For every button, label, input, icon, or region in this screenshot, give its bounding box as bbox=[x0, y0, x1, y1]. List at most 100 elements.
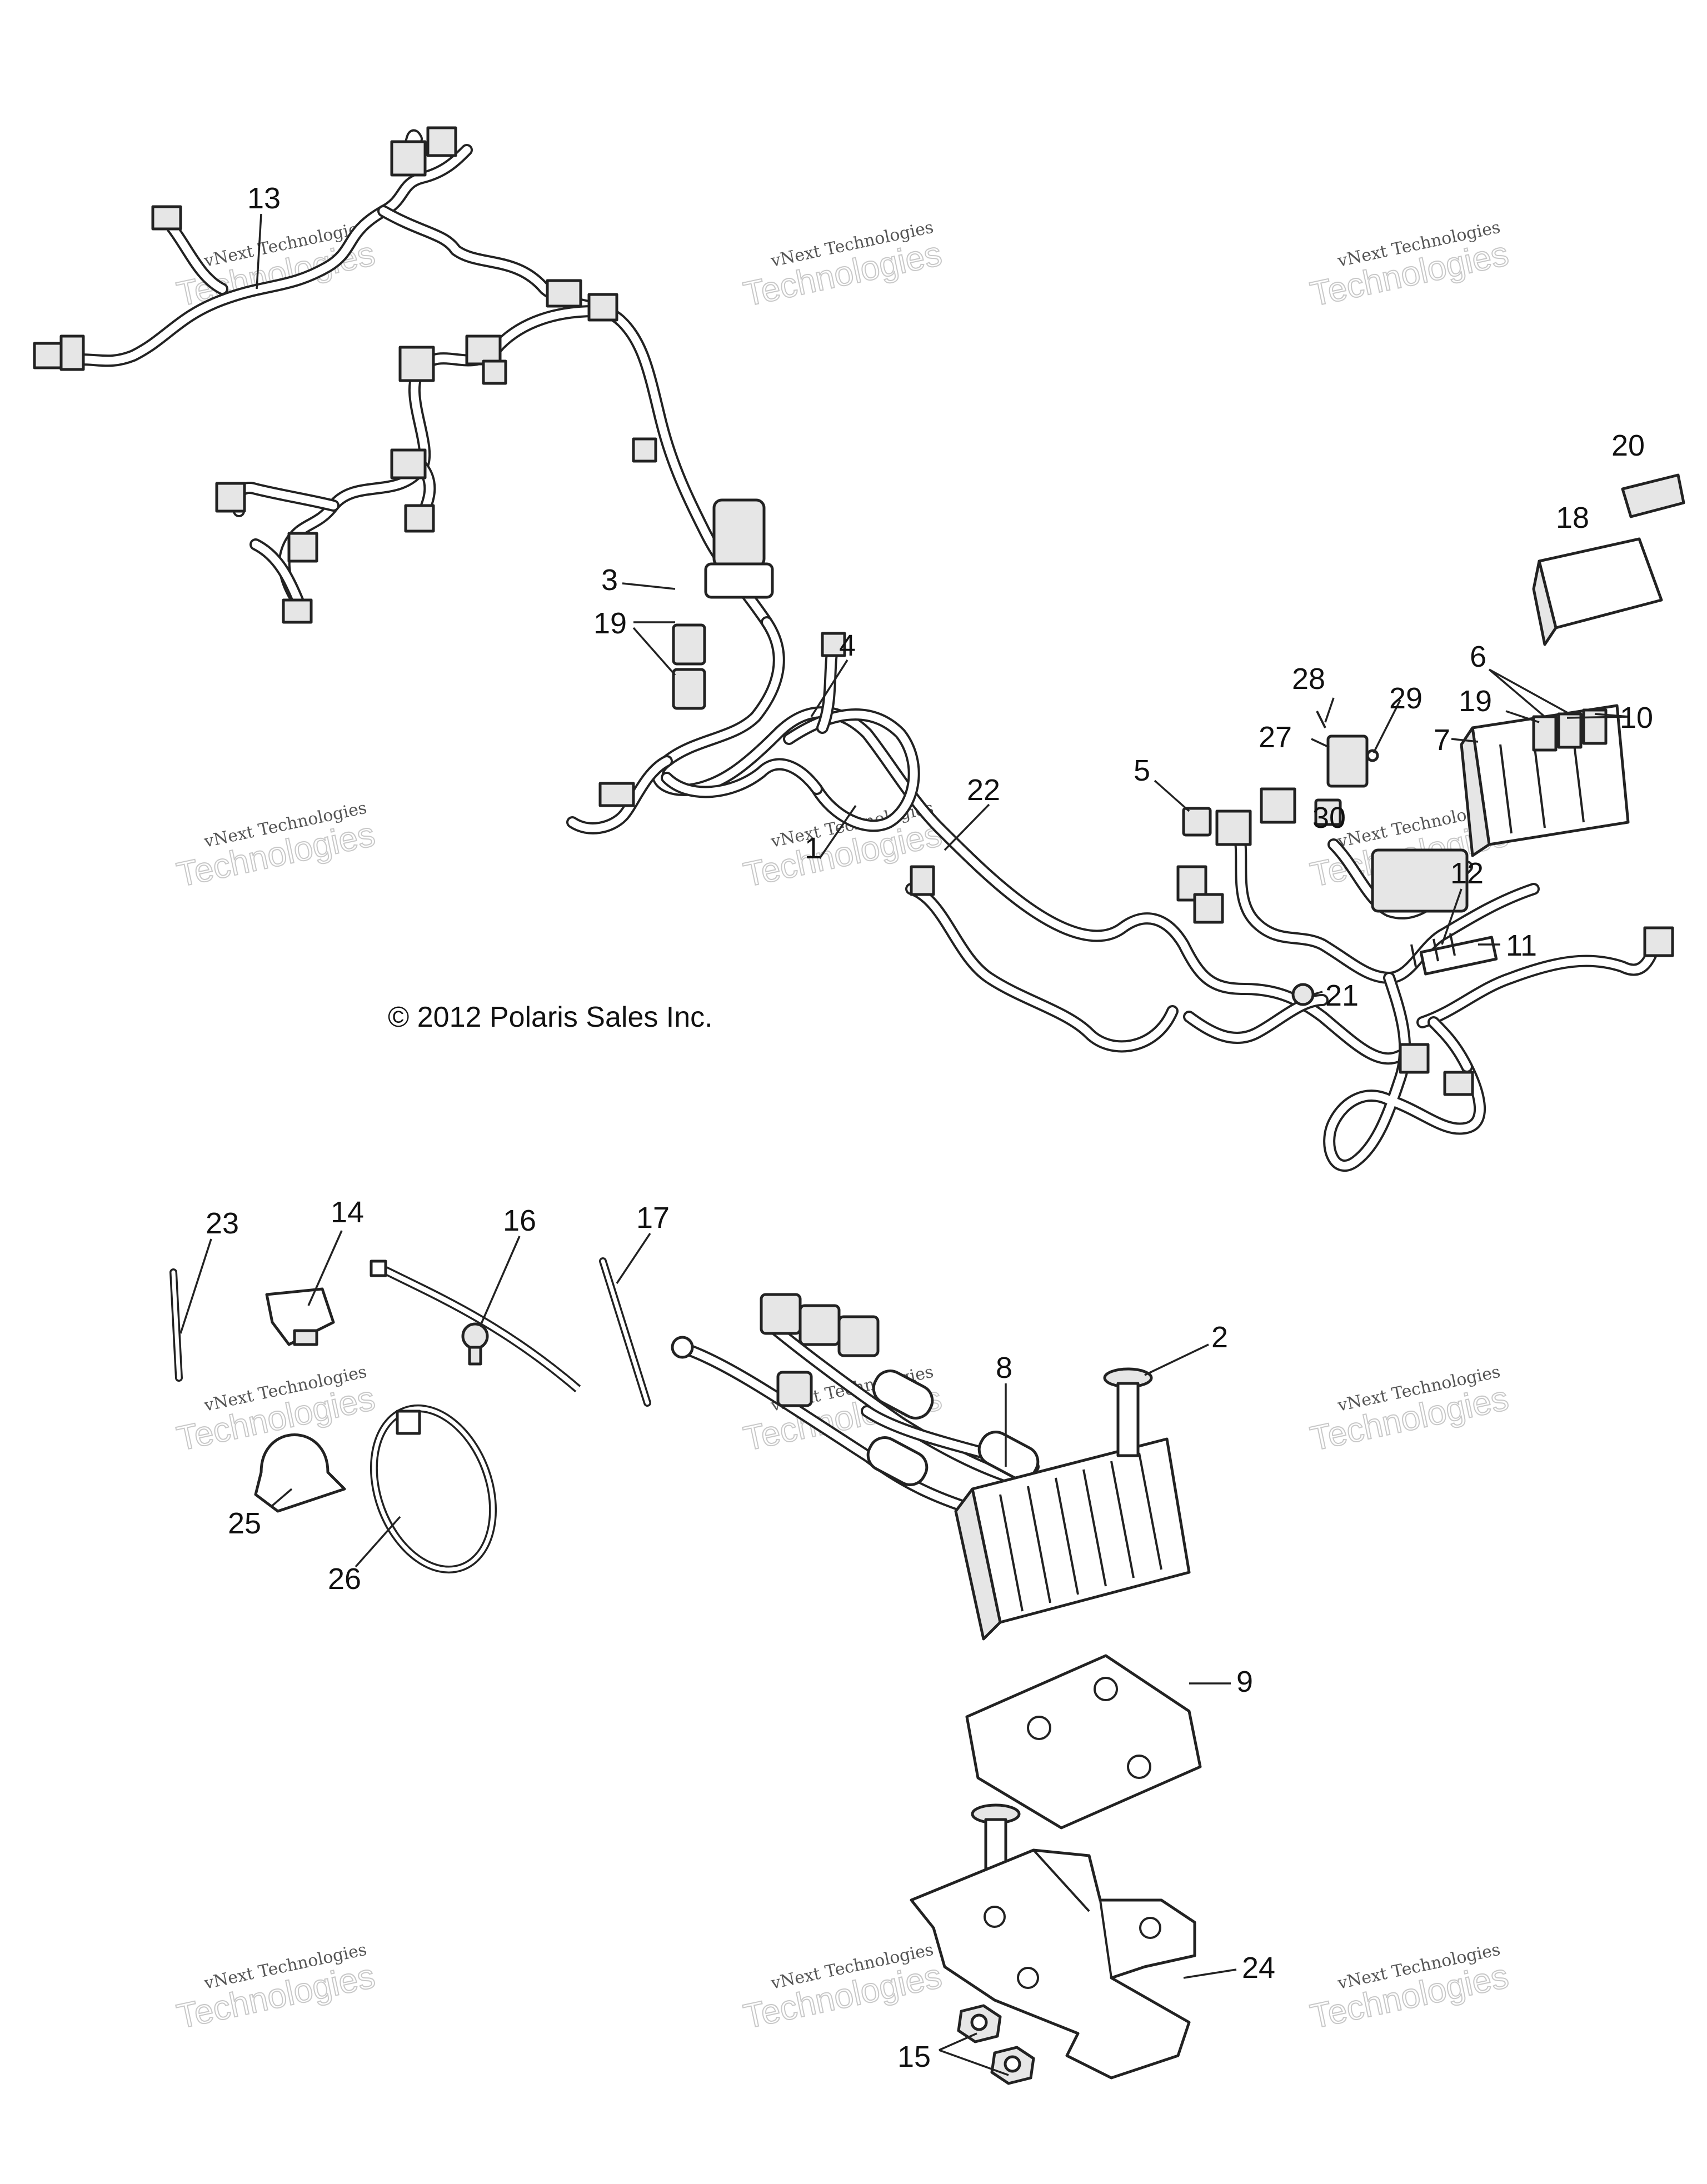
part-3-fuse bbox=[672, 623, 706, 666]
main-harness-plug-boot bbox=[704, 562, 774, 599]
callout-19-right: 19 bbox=[1459, 684, 1492, 718]
callout-8: 8 bbox=[996, 1351, 1012, 1385]
part-7-fuse-box bbox=[1460, 704, 1630, 857]
watermark-bottom-center: vNext Technologies Technologies bbox=[740, 1940, 945, 2037]
part-11-bracket bbox=[1419, 936, 1498, 976]
part-18-cover-side bbox=[1532, 559, 1558, 646]
callout-10: 10 bbox=[1620, 701, 1653, 734]
part-26-loop-strap-inner bbox=[372, 1406, 495, 1572]
callout-6: 6 bbox=[1470, 640, 1486, 673]
callout-4: 4 bbox=[839, 629, 856, 662]
part-18-cover bbox=[1538, 537, 1663, 629]
control-module bbox=[1371, 848, 1469, 913]
part-16-strap-head bbox=[370, 1260, 387, 1277]
part-30-relay bbox=[1314, 798, 1342, 826]
part-23-cable-tie-inner bbox=[171, 1270, 181, 1380]
callout-11: 11 bbox=[1506, 929, 1537, 962]
harness-connector bbox=[426, 126, 457, 157]
harness-connector bbox=[1399, 1043, 1430, 1074]
part-12-screw bbox=[1449, 933, 1456, 956]
callout-19-left: 19 bbox=[593, 607, 627, 640]
callout-27: 27 bbox=[1259, 721, 1292, 754]
part-29-clip bbox=[1366, 749, 1379, 762]
harness-connector bbox=[398, 346, 435, 382]
part-19-relay bbox=[1557, 712, 1583, 749]
main-wiring-harness bbox=[33, 126, 1674, 1172]
watermark-bottom-right: vNext Technologies Technologies bbox=[1306, 1940, 1512, 2037]
part-5-relay bbox=[1182, 807, 1212, 837]
part-25-clamp bbox=[254, 1433, 346, 1513]
callout-22: 22 bbox=[967, 773, 1000, 807]
part-17-cable-tie-inner bbox=[601, 1259, 650, 1405]
part-10-relay bbox=[1582, 708, 1608, 745]
callout-numbers: 13 3 19 4 22 1 5 28 29 27 30 6 19 7 10 1… bbox=[206, 182, 1653, 2073]
callout-14: 14 bbox=[331, 1196, 364, 1229]
part-12-screw bbox=[1433, 938, 1439, 962]
harness-connector bbox=[390, 448, 427, 479]
part-16-strap-inner bbox=[376, 1264, 580, 1391]
harness-connector bbox=[910, 865, 935, 896]
watermark-bottom-left: vNext Technologies Technologies bbox=[173, 1940, 378, 2037]
callout-28: 28 bbox=[1292, 662, 1325, 696]
harness-connector bbox=[1643, 926, 1674, 957]
callout-20: 20 bbox=[1611, 429, 1645, 462]
harness-connector bbox=[821, 632, 846, 657]
callout-24: 24 bbox=[1242, 1951, 1275, 1985]
callout-25: 25 bbox=[228, 1507, 261, 1540]
harness-connector bbox=[215, 482, 246, 513]
copyright-text: © 2012 Polaris Sales Inc. bbox=[388, 1001, 713, 1033]
part-9-plate bbox=[965, 1654, 1202, 1830]
part-27-module bbox=[1326, 734, 1369, 788]
main-harness-plug bbox=[712, 498, 766, 568]
callout-5: 5 bbox=[1134, 754, 1150, 787]
callout-15: 15 bbox=[897, 2040, 931, 2073]
part-15-nut bbox=[990, 2046, 1035, 2085]
part-2-bolt bbox=[1103, 1367, 1153, 1457]
harness-connector bbox=[404, 504, 435, 533]
harness-connector bbox=[1260, 787, 1296, 824]
callout-30: 30 bbox=[1312, 801, 1346, 834]
harness-connector bbox=[151, 205, 182, 231]
callout-17: 17 bbox=[636, 1201, 670, 1235]
callout-12: 12 bbox=[1450, 857, 1484, 890]
callout-3: 3 bbox=[601, 563, 618, 597]
watermark-top-center: vNext Technologies Technologies bbox=[740, 218, 945, 314]
harness-connector bbox=[1443, 1071, 1474, 1096]
part-19-relay bbox=[672, 668, 706, 710]
harness-connector bbox=[59, 334, 85, 371]
watermark-mid-left: vNext Technologies Technologies bbox=[173, 798, 378, 895]
harness-connector bbox=[587, 293, 618, 322]
callout-2: 2 bbox=[1211, 1321, 1228, 1354]
harness-connector bbox=[632, 437, 657, 463]
part-14-clip-base bbox=[293, 1329, 318, 1346]
callout-23: 23 bbox=[206, 1207, 239, 1240]
part-21-grommet bbox=[1291, 983, 1315, 1006]
callout-16: 16 bbox=[503, 1204, 536, 1237]
harness-connector bbox=[546, 279, 582, 308]
watermark-lower-right: vNext Technologies Technologies bbox=[1306, 1362, 1512, 1459]
callout-7: 7 bbox=[1434, 723, 1450, 757]
callout-21: 21 bbox=[1325, 979, 1359, 1012]
part-15-nut bbox=[957, 2004, 1002, 2043]
callout-29: 29 bbox=[1389, 682, 1422, 715]
part-24-bracket bbox=[910, 1848, 1196, 2080]
callout-13: 13 bbox=[247, 182, 281, 215]
harness-connector bbox=[1215, 809, 1252, 846]
harness-connector bbox=[287, 532, 318, 563]
part-16-push-mount bbox=[461, 1322, 489, 1350]
harness-connector bbox=[390, 140, 427, 177]
part-28-pin bbox=[1316, 711, 1326, 728]
part-26-strap-head bbox=[396, 1410, 421, 1435]
callout-9: 9 bbox=[1236, 1665, 1253, 1698]
watermark-top-right: vNext Technologies Technologies bbox=[1306, 218, 1512, 314]
part-12-screw bbox=[1410, 944, 1417, 967]
callout-1: 1 bbox=[805, 832, 821, 865]
callout-18: 18 bbox=[1556, 501, 1589, 534]
part-16-push-pin bbox=[468, 1346, 482, 1366]
part-20-label bbox=[1621, 473, 1685, 518]
part-8-voltage-regulator bbox=[671, 1293, 1191, 1641]
harness-connector bbox=[598, 782, 635, 807]
harness-connector bbox=[1193, 893, 1224, 924]
harness-connector bbox=[282, 598, 313, 624]
